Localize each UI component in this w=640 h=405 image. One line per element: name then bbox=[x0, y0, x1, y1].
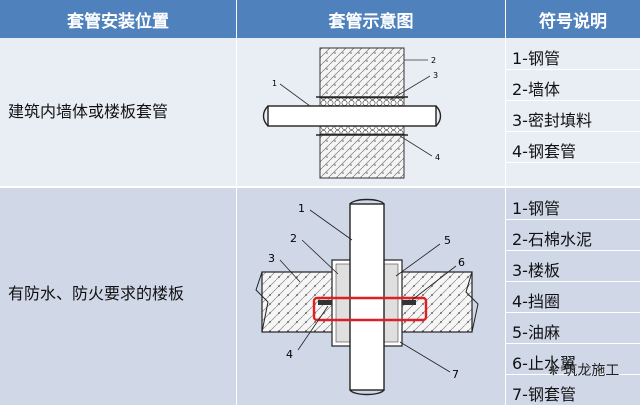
row-divider bbox=[0, 186, 640, 188]
row-2-symbol: 6-止水翼 bbox=[512, 354, 576, 373]
watermark: ❋ 筑龙施工 bbox=[548, 360, 619, 380]
floor-sleeve-diagram: 1 2 3 4 5 6 7 bbox=[255, 198, 479, 396]
symbol-divider bbox=[505, 219, 640, 220]
row-2-symbol: 2-石棉水泥 bbox=[512, 230, 592, 249]
symbol-divider bbox=[505, 131, 640, 132]
row-2-symbol: 5-油麻 bbox=[512, 323, 560, 342]
row-2-position: 有防水、防火要求的楼板 bbox=[8, 284, 185, 303]
symbol-divider bbox=[505, 343, 640, 344]
highlight-box bbox=[312, 296, 428, 322]
header-col-symbols: 符号说明 bbox=[506, 0, 640, 38]
callout-3: 3 bbox=[433, 71, 438, 80]
callout-2: 2 bbox=[290, 232, 297, 245]
row-2-symbol: 1-钢管 bbox=[512, 199, 560, 218]
callout-4: 4 bbox=[286, 348, 293, 361]
callout-2: 2 bbox=[431, 56, 436, 65]
callout-6: 6 bbox=[458, 256, 465, 269]
header-col-diagram: 套管示意图 bbox=[237, 0, 505, 38]
callout-5: 5 bbox=[444, 234, 451, 247]
row-1-symbol: 3-密封填料 bbox=[512, 111, 592, 130]
callout-3: 3 bbox=[268, 252, 275, 265]
row-2-symbol: 3-楼板 bbox=[512, 261, 560, 280]
symbol-divider bbox=[505, 250, 640, 251]
row-2-symbol: 4-挡圈 bbox=[512, 292, 560, 311]
symbol-divider bbox=[505, 69, 640, 70]
wall-sleeve-diagram: 1 2 3 4 bbox=[262, 47, 442, 179]
watermark-logo-icon: ❋ bbox=[548, 364, 559, 379]
callout-1: 1 bbox=[298, 202, 305, 215]
callout-1: 1 bbox=[272, 79, 277, 88]
symbol-divider bbox=[505, 374, 640, 375]
callout-7: 7 bbox=[452, 368, 459, 381]
symbol-divider bbox=[505, 162, 640, 163]
watermark-text: 筑龙施工 bbox=[563, 363, 620, 379]
row-1-position: 建筑内墙体或楼板套管 bbox=[8, 102, 169, 121]
row-2-symbol: 7-钢套管 bbox=[512, 385, 576, 404]
symbol-divider bbox=[505, 281, 640, 282]
col-divider-2 bbox=[505, 38, 506, 405]
row-1-symbol: 2-墙体 bbox=[512, 80, 560, 99]
col-divider-1 bbox=[236, 38, 237, 405]
symbol-divider bbox=[505, 100, 640, 101]
row-1-symbol: 4-钢套管 bbox=[512, 142, 576, 161]
header-col-position: 套管安装位置 bbox=[0, 0, 236, 38]
row-1-symbol: 1-钢管 bbox=[512, 49, 560, 68]
symbol-divider bbox=[505, 312, 640, 313]
callout-4: 4 bbox=[435, 153, 440, 162]
